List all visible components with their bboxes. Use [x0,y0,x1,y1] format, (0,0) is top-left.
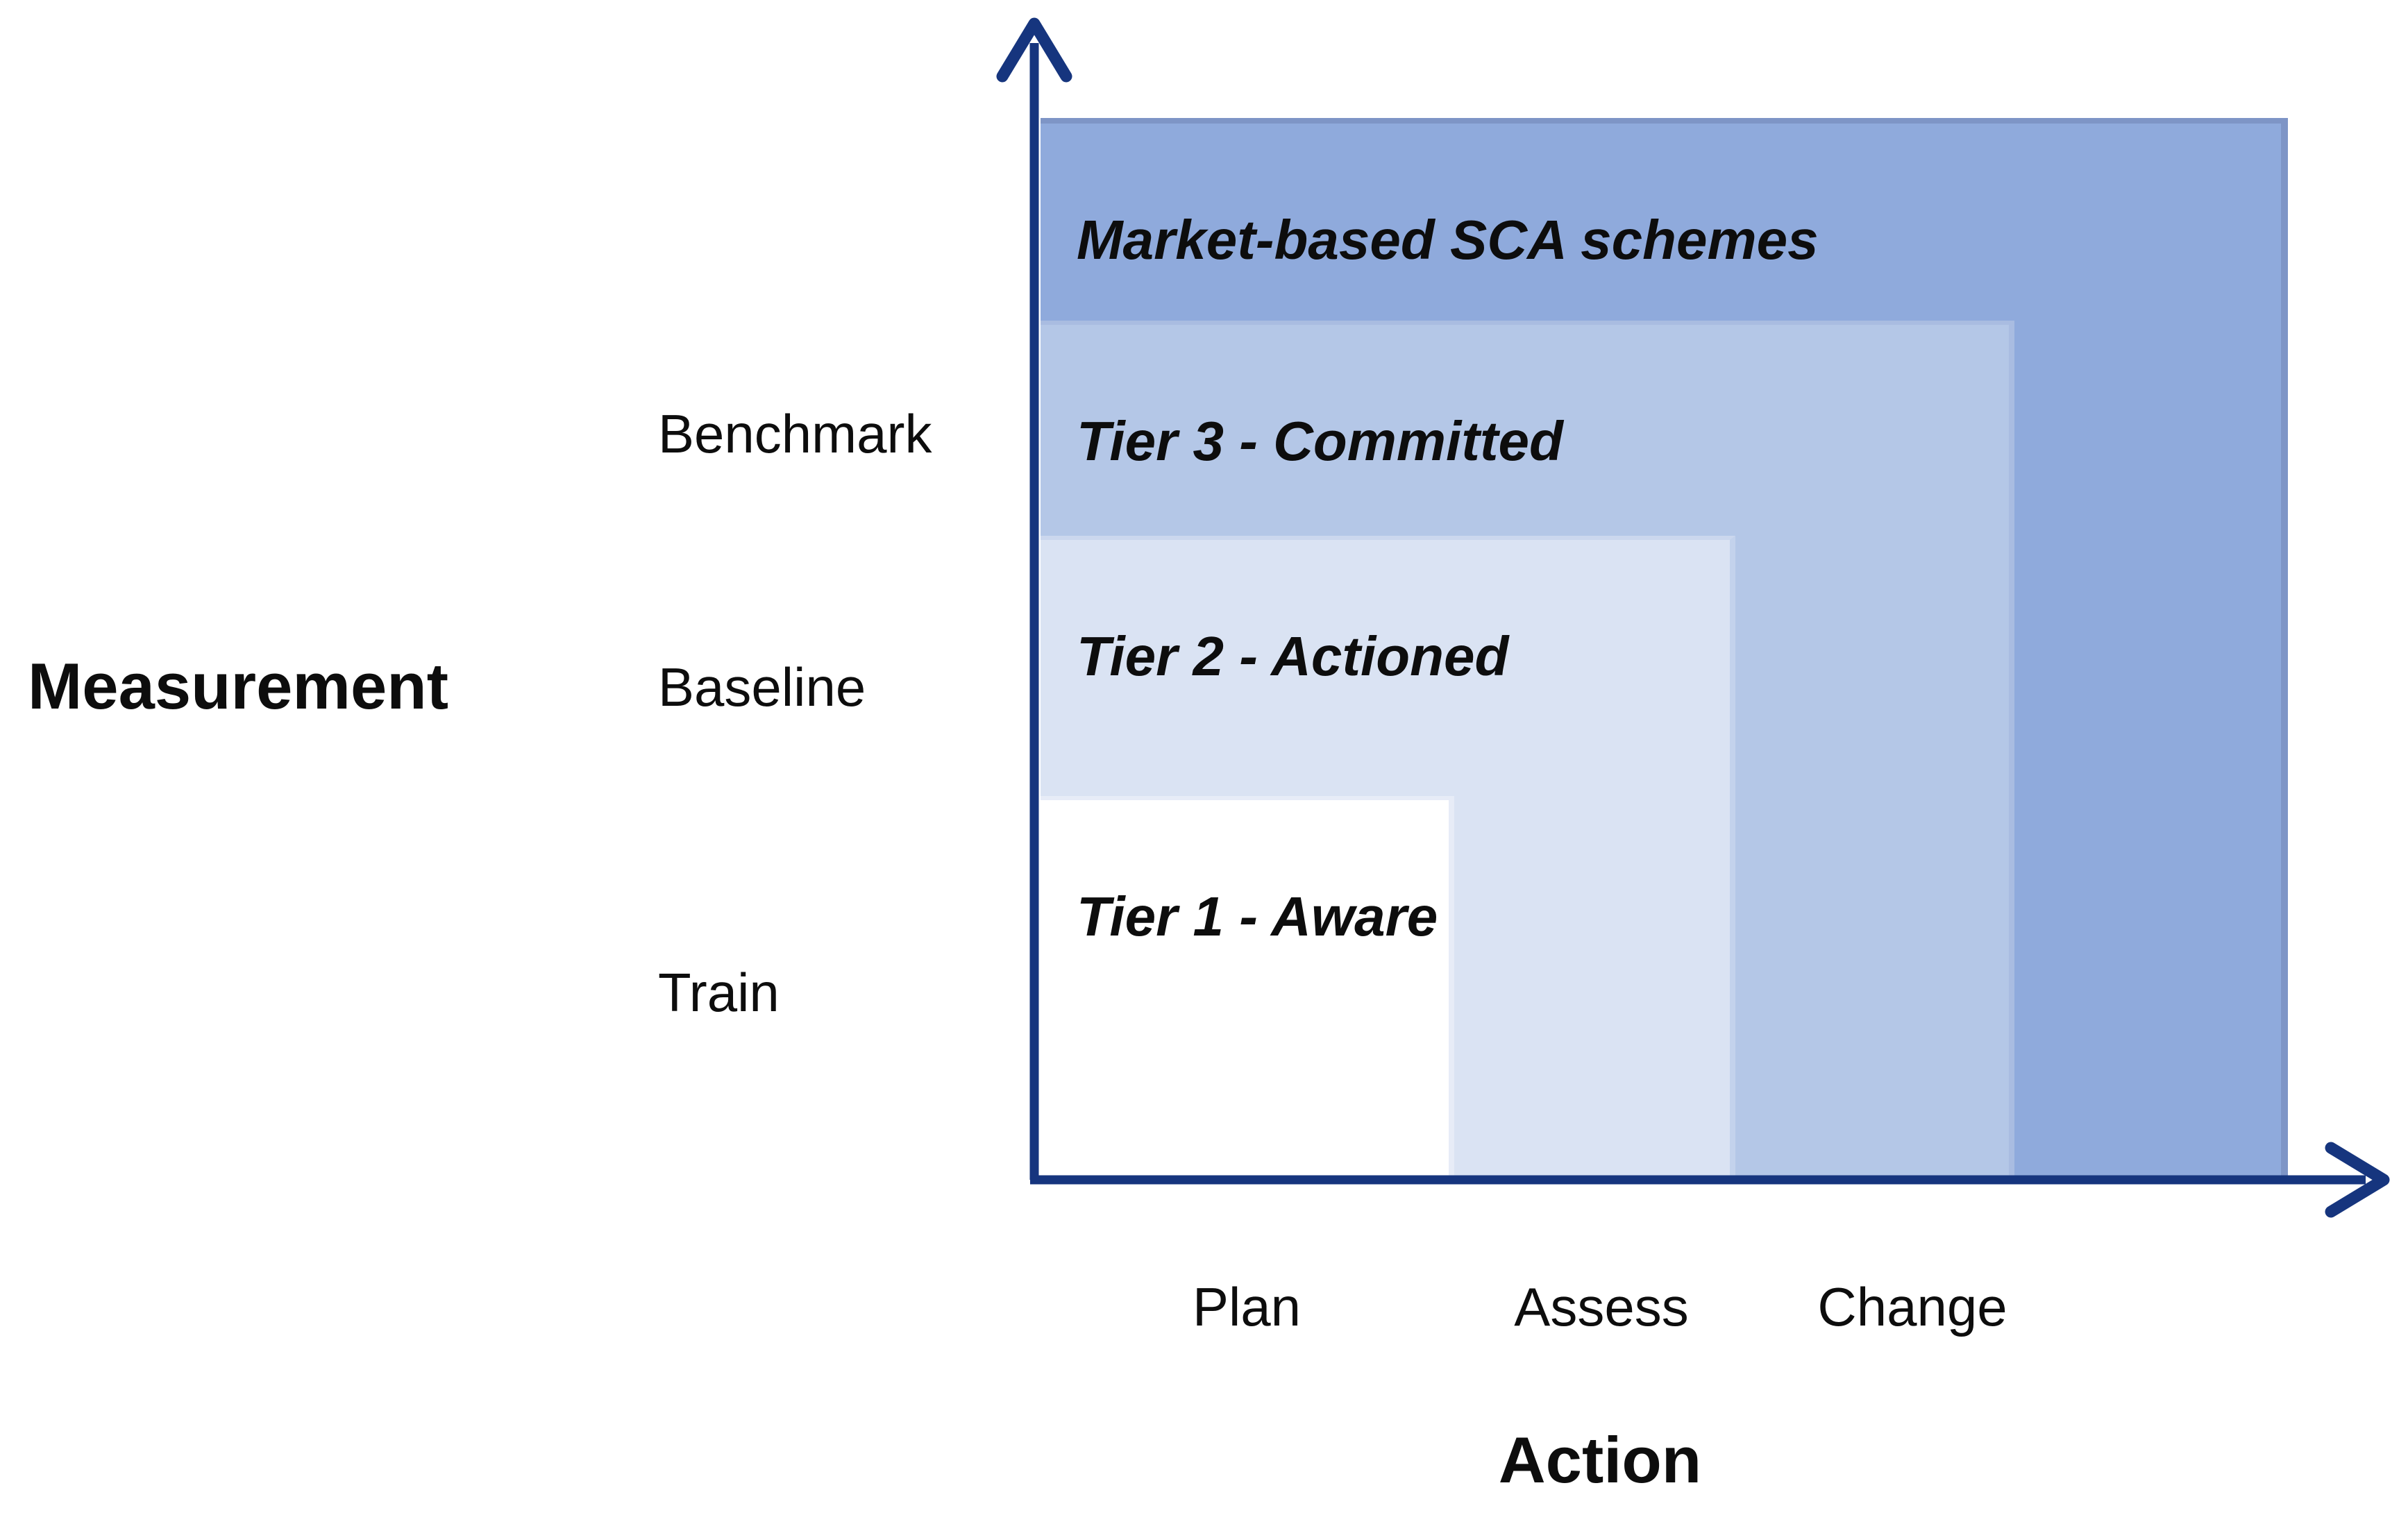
y-axis-arrowhead-icon [996,17,1072,83]
x-tick-plan: Plan [1192,1276,1302,1337]
tier-label-tier-3-committed: Tier 3 - Committed [1077,410,1563,472]
tier-label-tier-1-aware: Tier 1 - Aware [1077,886,1438,947]
y-tick-train: Train [658,962,780,1023]
tier-label-market-based-sca-schemes: Market-based SCA schemes [1077,209,1819,271]
y-axis-title: Measurement [28,650,448,722]
x-tick-change: Change [1817,1276,2007,1337]
tier-region-tier-1-aware: Tier 1 - Aware [1041,796,1454,1177]
x-axis-title: Action [1498,1423,1702,1496]
x-tick-assess: Assess [1514,1276,1689,1337]
y-tick-benchmark: Benchmark [658,403,932,464]
y-tick-baseline: Baseline [658,657,866,718]
x-axis-arrowhead-icon [2325,1142,2390,1218]
tier-label-tier-2-actioned: Tier 2 - Actioned [1077,625,1509,687]
